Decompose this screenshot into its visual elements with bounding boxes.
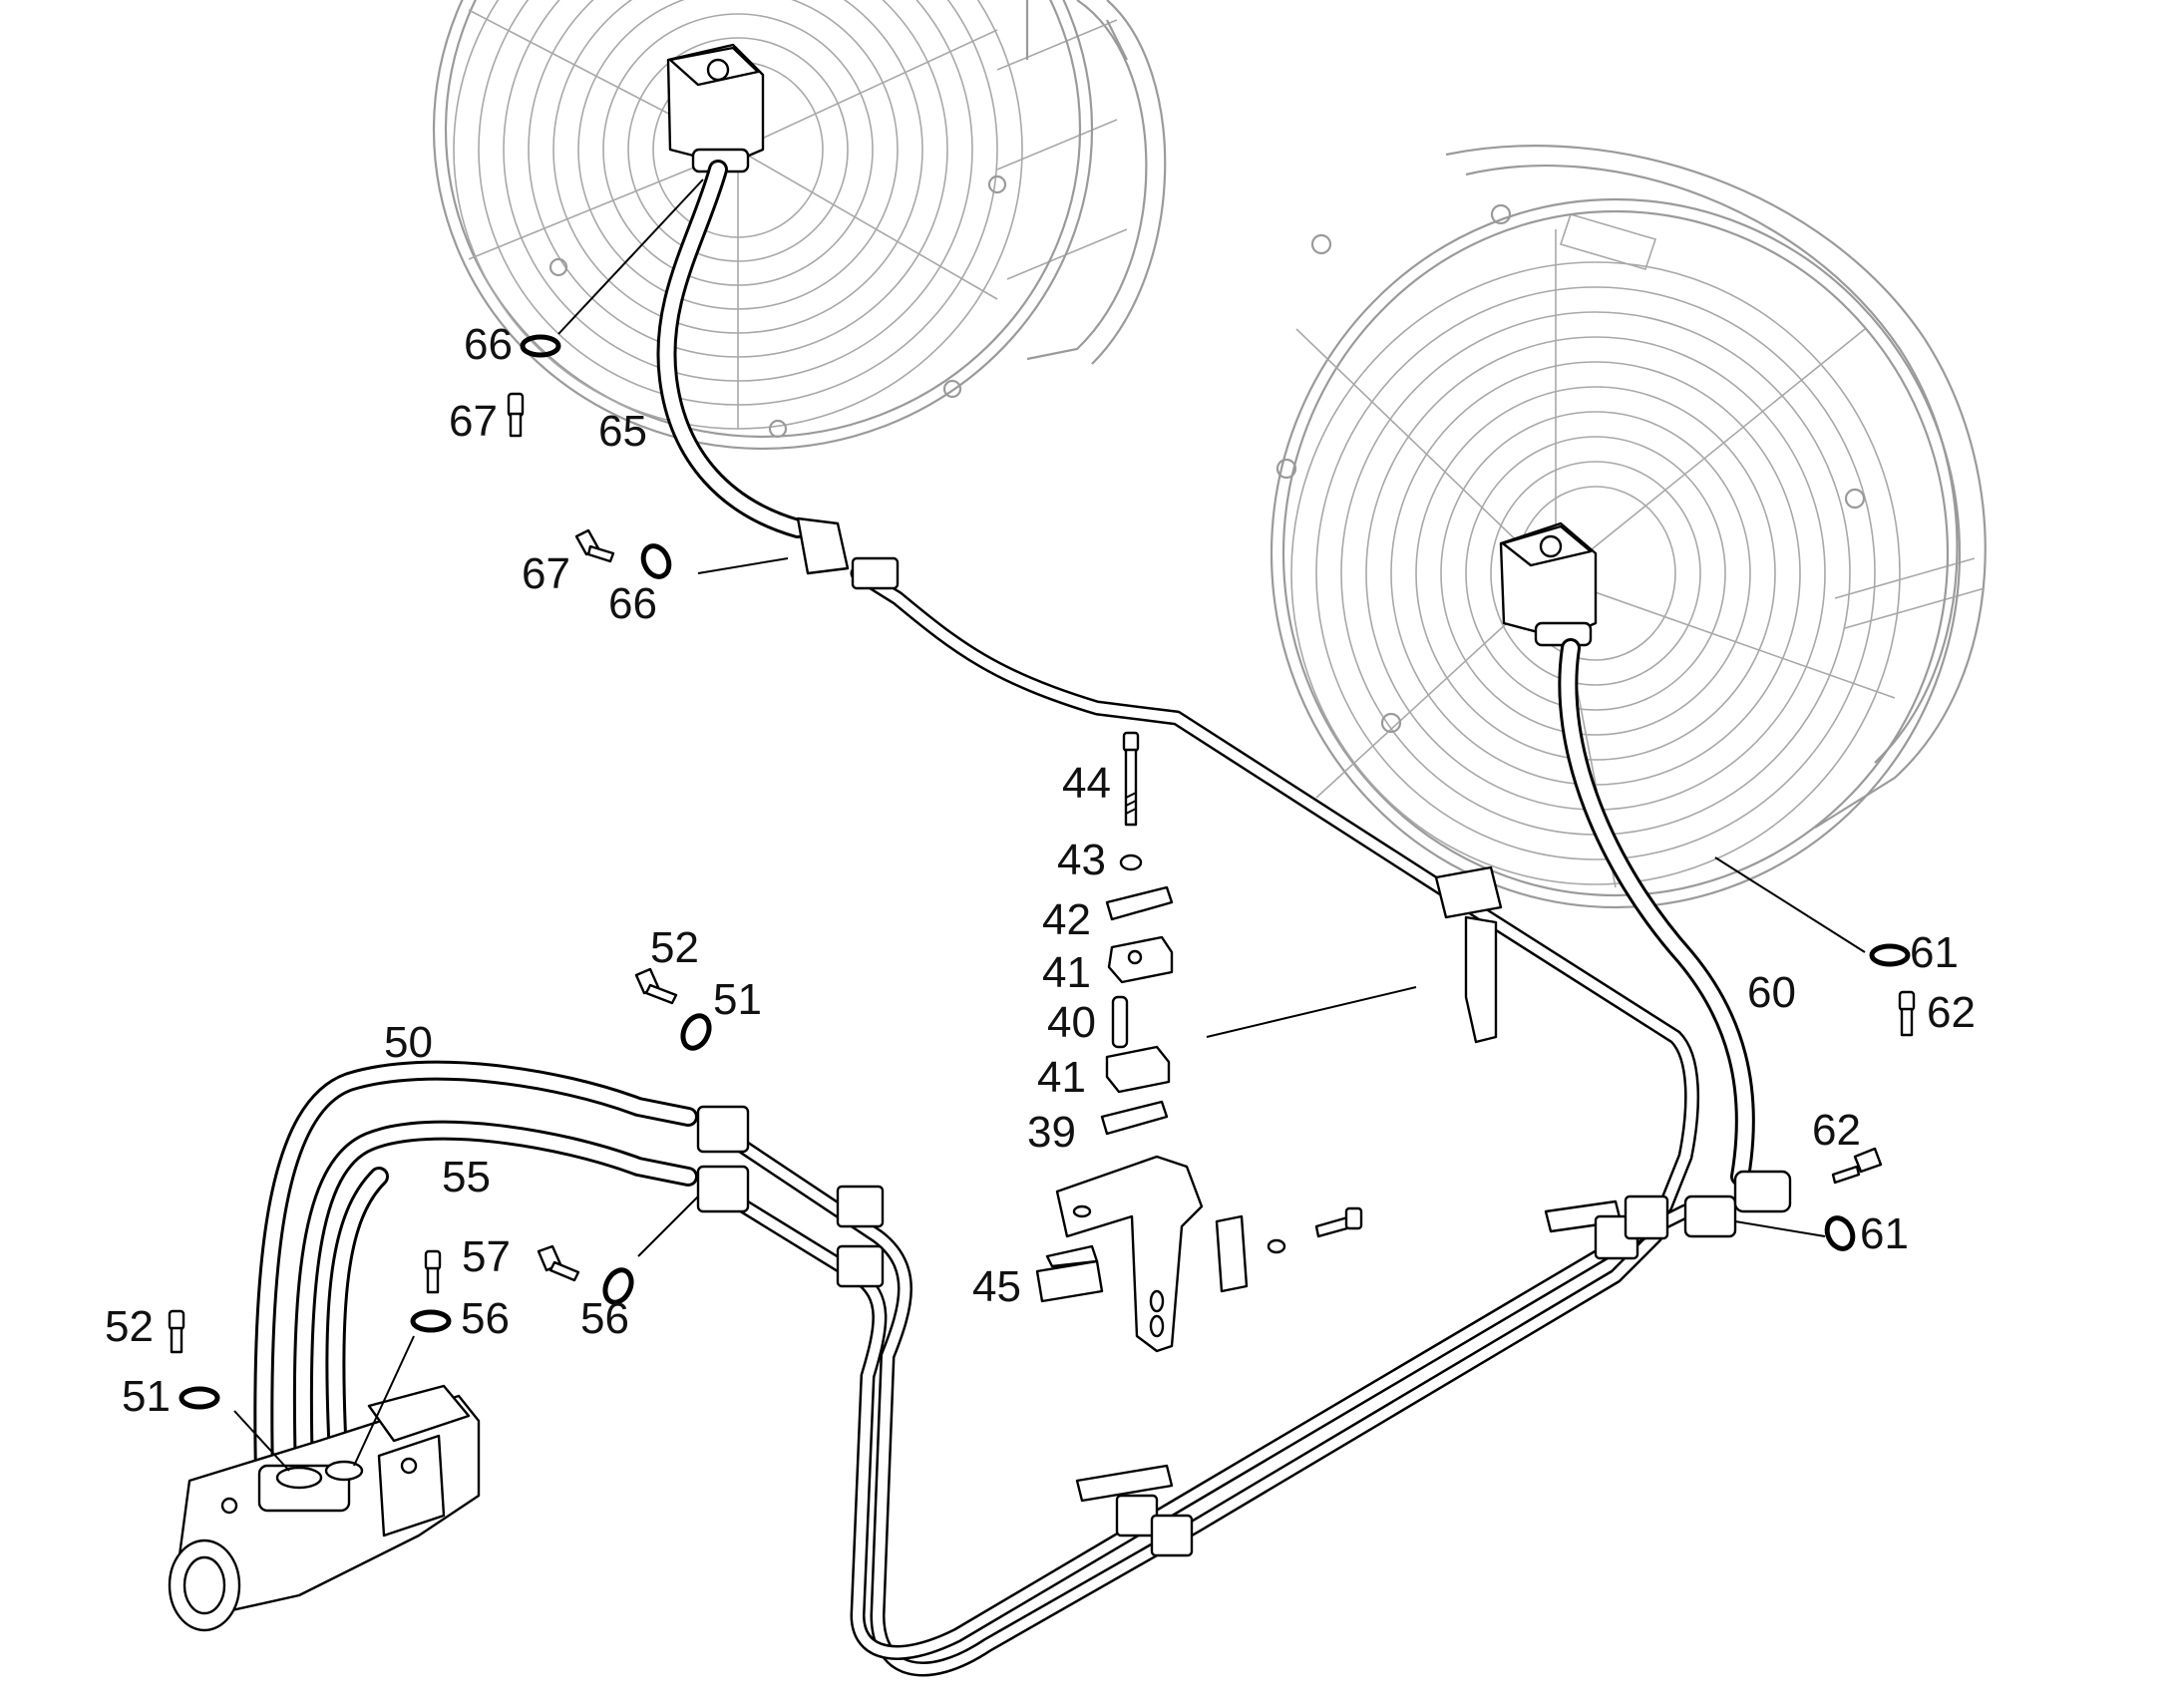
hose-65 — [656, 160, 808, 538]
lower-pipe-run — [720, 1129, 1693, 1677]
hose-55 — [292, 1120, 698, 1486]
callout-45: 45 — [972, 1262, 1021, 1311]
pipe-clamps — [696, 516, 1792, 1557]
right-fan-assembly — [1270, 145, 1987, 909]
callout-41-upper: 41 — [1042, 948, 1091, 997]
callout-labels: 66 67 65 67 66 44 43 42 41 40 41 39 45 5… — [105, 320, 1976, 1421]
hose-60 — [1558, 638, 1755, 1187]
callout-42: 42 — [1042, 895, 1091, 944]
callout-44: 44 — [1062, 759, 1111, 808]
callout-57: 57 — [462, 1232, 511, 1281]
callout-62-upper: 62 — [1927, 988, 1976, 1037]
hose-50 — [253, 1060, 698, 1486]
callout-41-lower: 41 — [1037, 1053, 1086, 1102]
clamp-exploded-parts — [1035, 731, 1363, 1353]
callout-56-left: 56 — [461, 1294, 510, 1343]
callout-67-upper: 67 — [449, 397, 498, 446]
callout-51-lower: 51 — [122, 1372, 171, 1421]
callout-66-mid: 66 — [608, 579, 657, 628]
upper-fan-assembly — [432, 0, 1167, 451]
right-fan-motor — [1499, 521, 1598, 647]
callout-40: 40 — [1047, 998, 1096, 1047]
small-parts — [168, 334, 1916, 1410]
upper-return-pipe — [850, 565, 1700, 1214]
callout-62-lower: 62 — [1812, 1106, 1861, 1155]
callout-60: 60 — [1747, 968, 1796, 1017]
callout-43: 43 — [1057, 836, 1106, 884]
callout-65: 65 — [598, 407, 647, 456]
callout-66-upper: 66 — [464, 320, 513, 369]
callout-39: 39 — [1027, 1108, 1076, 1157]
hose-55b — [325, 1167, 389, 1486]
callout-56-right: 56 — [580, 1294, 629, 1343]
hydraulic-pump — [168, 1384, 481, 1632]
callout-55: 55 — [442, 1153, 491, 1201]
upper-fan-motor — [666, 43, 765, 173]
callout-61-upper: 61 — [1910, 928, 1959, 977]
callout-52-upper: 52 — [650, 923, 699, 972]
callout-50: 50 — [384, 1018, 433, 1067]
leader-lines — [233, 178, 1866, 1472]
callout-52-lower: 52 — [105, 1302, 154, 1351]
callout-67-mid: 67 — [522, 549, 570, 598]
callout-61-lower: 61 — [1860, 1209, 1909, 1258]
callout-51-upper: 51 — [713, 975, 762, 1024]
